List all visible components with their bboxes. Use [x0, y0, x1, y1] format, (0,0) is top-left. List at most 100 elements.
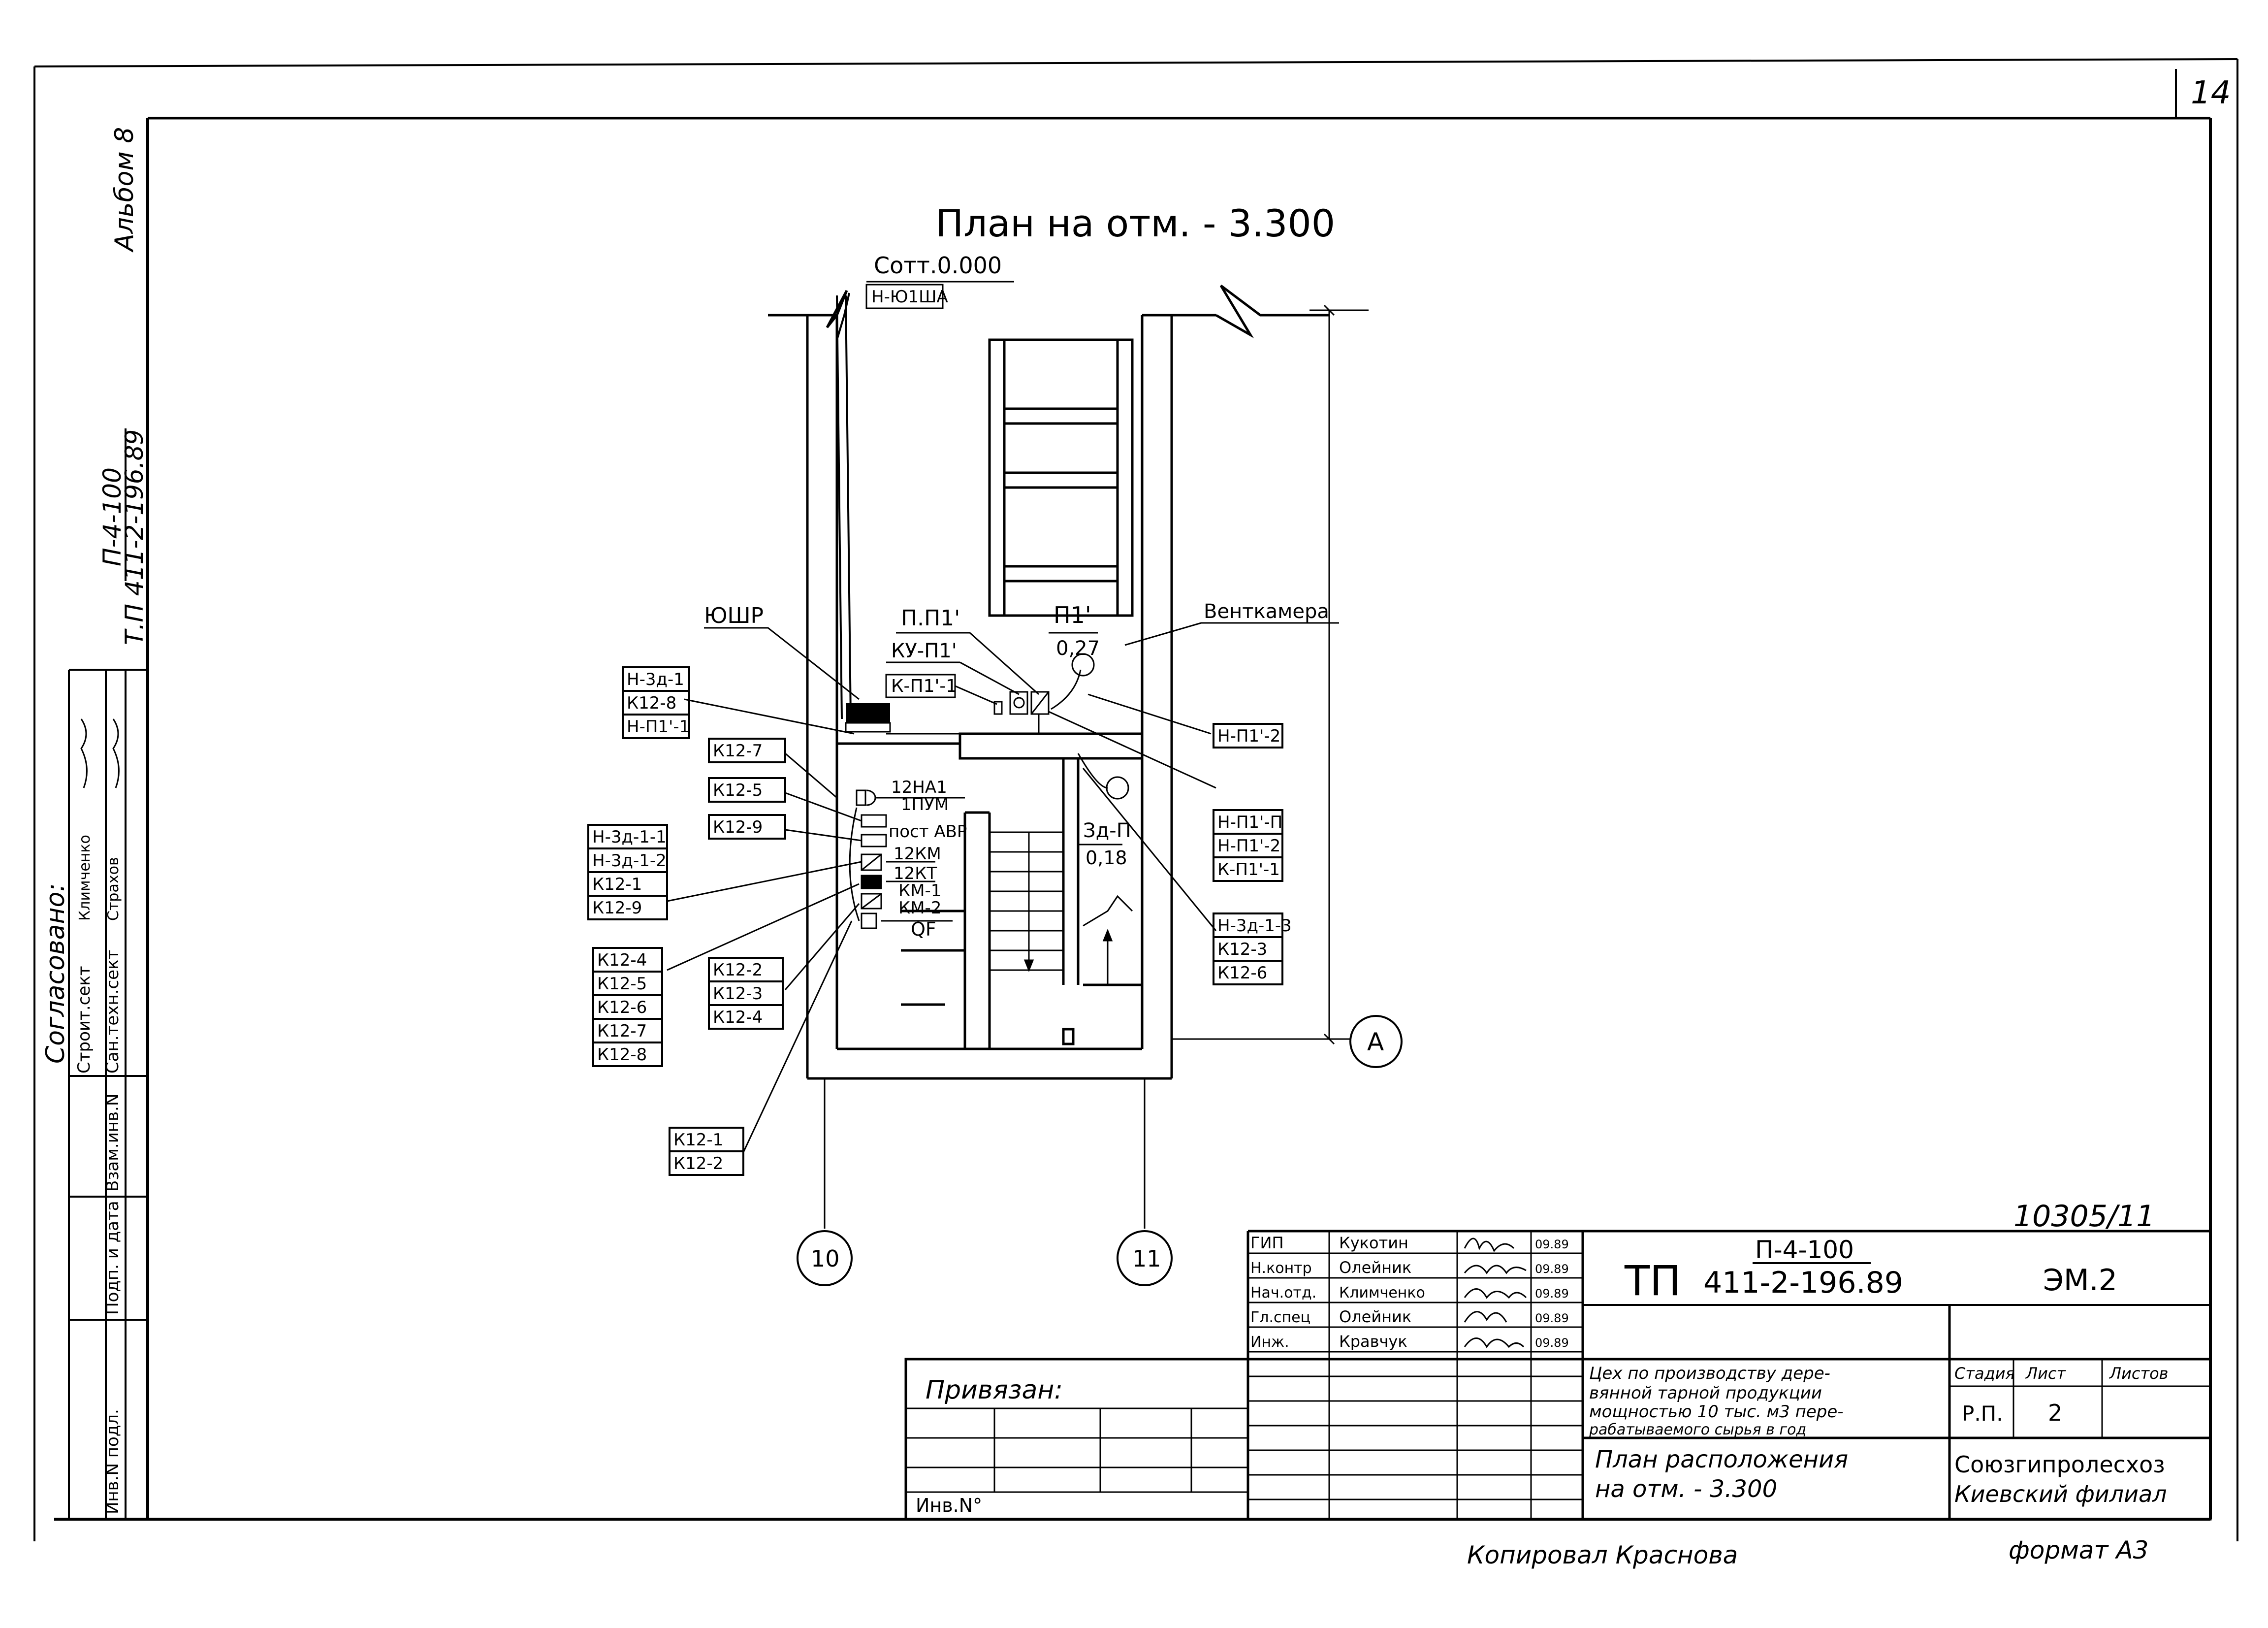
tag-group: Н-П1'-2: [1213, 723, 1283, 749]
object-line-1: Цех по производству дере-: [1589, 1364, 1830, 1383]
axis-A-label: А: [1367, 1028, 1384, 1056]
tag-label: К12-4: [597, 950, 647, 970]
sheet-header: Лист: [2025, 1364, 2066, 1383]
sig-name-3: Климченко: [1339, 1284, 1425, 1302]
stage-header: Стадия: [1954, 1364, 2015, 1383]
ventkamera-label: Венткамера: [1204, 600, 1329, 623]
object-description: Цех по производству дере- вянной тарной …: [1589, 1364, 1844, 1438]
sig-name-1: Кукотин: [1339, 1234, 1408, 1252]
tag-box: [708, 1004, 784, 1030]
project-bottom-label: Т.П 411-2-196.89: [120, 429, 149, 645]
tag-label: К12-2: [713, 960, 763, 980]
object-line-2: вянной тарной продукции: [1589, 1383, 1822, 1403]
agreed-dept-2: Сан.техн.сект: [103, 950, 123, 1074]
sig-name-5: Кравчук: [1339, 1332, 1407, 1351]
tag-group: К12-9: [708, 814, 786, 840]
sheet-value: 2: [2048, 1400, 2062, 1426]
room-plan: [768, 285, 1329, 1080]
panel-row-7: КМ-2: [898, 898, 941, 918]
tag-label: Н-3д-1: [627, 670, 684, 689]
panel-row-6: КМ-1: [898, 881, 941, 901]
axis-11: 11: [1117, 1230, 1173, 1286]
sig-role-5: Инж.: [1250, 1334, 1289, 1351]
axis-10: 10: [797, 1230, 853, 1286]
tag-box: [587, 895, 668, 920]
stair-treads: [990, 831, 1133, 985]
dimension-right: [1172, 304, 1369, 1045]
sig-role-1: ГИП: [1250, 1234, 1284, 1252]
stage-value: Р.П.: [1962, 1401, 2003, 1426]
tag-group: К12-7: [708, 738, 786, 763]
tag-box: [708, 814, 786, 840]
panel-row-1: 12НА1: [891, 778, 947, 797]
panel-row-8: QF: [911, 918, 936, 940]
tag-label: К12-7: [597, 1021, 647, 1041]
sheets-header: Листов: [2109, 1364, 2169, 1383]
sig-date-1: 09.89: [1535, 1237, 1569, 1251]
format-label: формат А3: [2009, 1536, 2148, 1564]
agreed-label: Согласовано:: [41, 883, 70, 1064]
sig-role-3: Нач.отд.: [1250, 1284, 1316, 1302]
tag-label: Н-П1'-П: [1217, 813, 1282, 832]
object-line-4: рабатываемого сырья в год: [1589, 1421, 1806, 1438]
panel-row-5: 12КТ: [894, 864, 937, 883]
tag-box: [1213, 960, 1283, 985]
sig-name-4: Олейник: [1339, 1307, 1411, 1326]
sheet-frame: [33, 58, 2238, 1541]
tag-boxes: Н-3д-1К12-8Н-П1'-1К12-7К12-5К12-9Н-3д-1-…: [587, 666, 1292, 1176]
axis-lines: [824, 1038, 1351, 1229]
sig-name-2: Олейник: [1339, 1258, 1411, 1277]
axis-11-label: 11: [1132, 1245, 1161, 1272]
sig-role-4: Гл.спец: [1250, 1309, 1310, 1326]
tag-box: [1213, 723, 1283, 749]
tag-box: [622, 714, 690, 739]
sig-role-2: Н.контр: [1250, 1260, 1312, 1277]
yushr-label: ЮШР: [704, 603, 764, 628]
axis-10-label: 10: [811, 1245, 840, 1272]
signature-rows: ГИП Кукотин 09.89 Н.контр Олейник 09.89 …: [1250, 1234, 1569, 1351]
tag-label: К12-6: [1217, 963, 1267, 983]
agreed-name-1: Климченко: [76, 835, 94, 921]
sig-date-4: 09.89: [1535, 1311, 1569, 1325]
doc-top: П-4-100: [1755, 1236, 1854, 1264]
tag-label: Н-3д-1-1: [592, 827, 667, 847]
yushr-panel: ЮШР: [704, 603, 891, 733]
inv-no-label: Инв.N°: [916, 1495, 982, 1516]
tag-label: К12-7: [713, 741, 763, 761]
tag-label: К12-5: [713, 781, 763, 800]
panel-row-4: 12КМ: [894, 844, 941, 864]
ku-p1-label: КУ-П1': [891, 640, 957, 662]
leader-lines: [667, 693, 1217, 1153]
tag-box: [708, 777, 786, 803]
signature-scribbles: [1464, 1237, 1527, 1348]
copied-by: Копировал Краснова: [1467, 1541, 1738, 1569]
inv-cell-1: Взам.инв.N: [103, 1094, 123, 1192]
p1-power-label: 0,27: [1056, 637, 1100, 660]
tracking-number: 10305/11: [2013, 1199, 2155, 1234]
tag-label: Н-3д-1-3: [1217, 916, 1292, 936]
p-p1-label: П.П1': [901, 606, 960, 631]
tag-label: Н-П1'-1: [627, 717, 690, 737]
tag-label: К12-3: [1217, 940, 1267, 959]
sig-date-2: 09.89: [1535, 1262, 1569, 1276]
tag-label: К-П1'-1: [1217, 860, 1280, 879]
left-strip: [68, 669, 148, 1519]
tag-label: Н-П1'-2: [1217, 726, 1280, 746]
vent-devices: [886, 653, 1129, 800]
tag-label: К12-8: [627, 693, 676, 713]
tag-label: К12-9: [592, 898, 642, 918]
agreed-name-2: Страхов: [105, 857, 122, 921]
tag-group: К12-5: [708, 777, 786, 803]
tag-label: К12-9: [713, 817, 763, 837]
riser-cable: [836, 293, 852, 719]
tied-label: Привязан:: [926, 1375, 1063, 1405]
object-line-3: мощностью 10 тыс. м3 пере-: [1589, 1402, 1844, 1422]
tag-box: [669, 1150, 744, 1176]
tag-label: К12-3: [713, 984, 763, 1004]
drawing-title: План на отм. - 3.300: [935, 201, 1335, 245]
tag-box: [708, 738, 786, 763]
